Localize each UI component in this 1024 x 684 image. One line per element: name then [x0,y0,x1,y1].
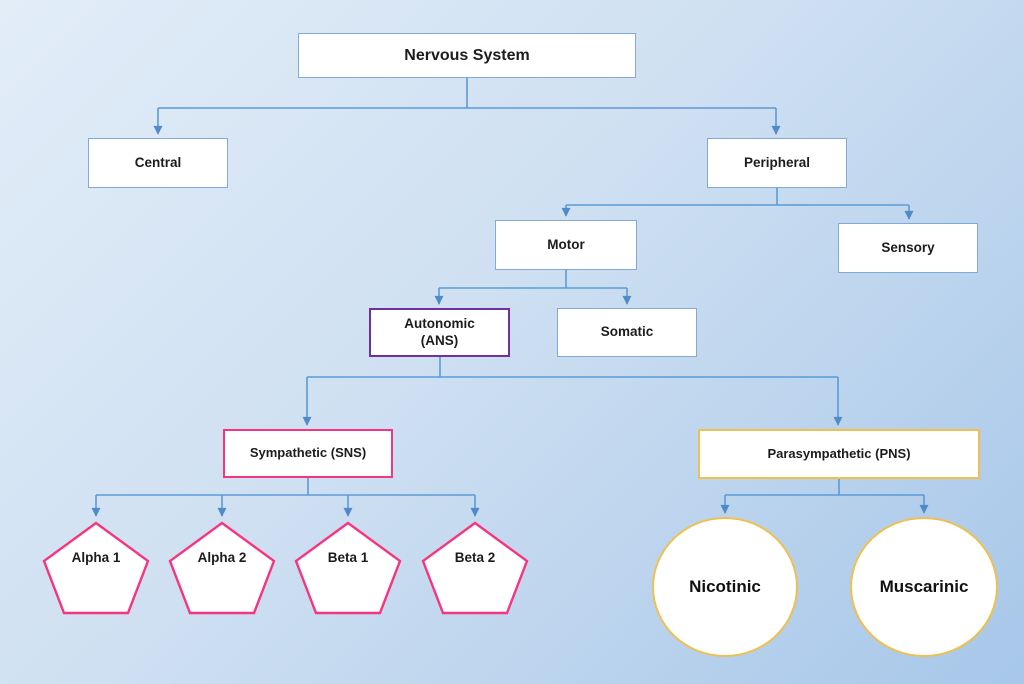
node-motor: Motor [495,220,637,270]
node-nicotinic-label: Nicotinic [689,577,761,596]
node-muscarinic-label: Muscarinic [879,577,969,596]
node-beta-2: Beta 2 [420,520,530,616]
node-alpha-2: Alpha 2 [167,520,277,616]
node-sympathetic-label: Sympathetic (SNS) [249,445,367,461]
pentagon-shape [294,521,402,615]
node-somatic: Somatic [557,308,697,357]
node-beta-2-label: Beta 2 [454,550,496,565]
node-sensory: Sensory [838,223,978,273]
node-nicotinic: Nicotinic [652,517,798,657]
node-alpha-1-label: Alpha 1 [71,550,121,565]
node-central: Central [88,138,228,188]
node-peripheral-label: Peripheral [743,154,811,170]
node-central-label: Central [134,154,182,170]
node-motor-label: Motor [547,236,585,252]
pentagon-shape [421,521,529,615]
node-beta-1-label: Beta 1 [327,550,369,565]
node-nervous-system: Nervous System [298,33,636,78]
pentagon-shape [42,521,150,615]
node-sensory-label: Sensory [881,239,935,255]
node-nervous-system-label: Nervous System [404,46,530,64]
node-parasympathetic-label: Parasympathetic (PNS) [767,445,911,461]
node-autonomic-sublabel: (ANS) [420,332,459,348]
node-autonomic-ans: Autonomic (ANS) [369,308,510,357]
node-autonomic-label: Autonomic [404,315,475,331]
node-muscarinic: Muscarinic [850,517,998,657]
node-peripheral: Peripheral [707,138,847,188]
node-somatic-label: Somatic [600,324,654,340]
node-parasympathetic-pns: Parasympathetic (PNS) [698,429,980,479]
pentagon-shape [168,521,276,615]
node-sympathetic-sns: Sympathetic (SNS) [223,429,393,478]
node-beta-1: Beta 1 [293,520,403,616]
node-alpha-2-label: Alpha 2 [197,550,247,565]
node-alpha-1: Alpha 1 [41,520,151,616]
